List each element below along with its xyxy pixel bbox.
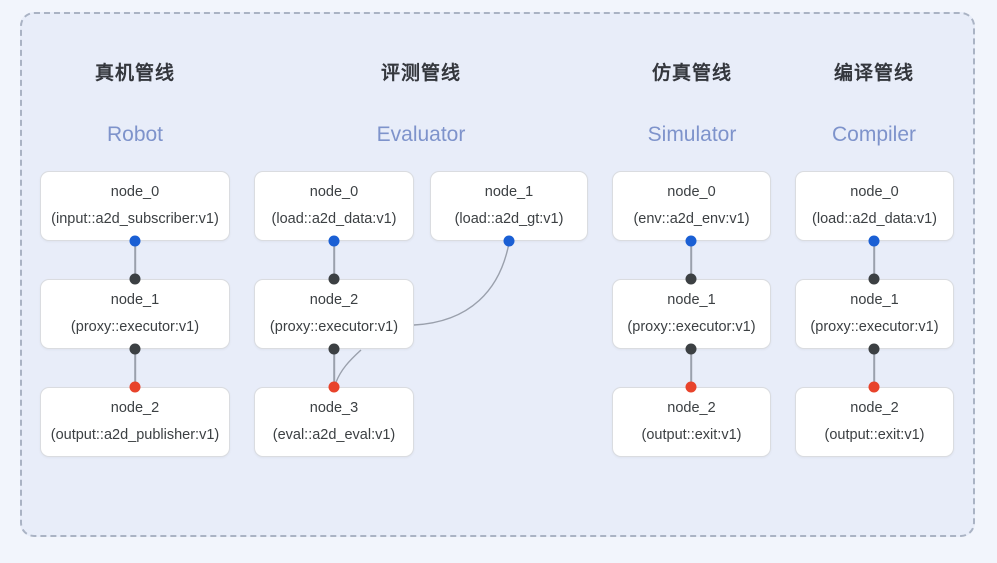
port-evaluator-0-output[interactable]: [328, 235, 340, 247]
node-robot-0[interactable]: node_0 (input::a2d_subscriber:v1): [40, 171, 230, 241]
node-name: node_0: [850, 184, 899, 201]
port-evaluator-1-output[interactable]: [503, 235, 515, 247]
node-type: (input::a2d_subscriber:v1): [51, 210, 219, 227]
port-robot-0-output[interactable]: [129, 235, 141, 247]
edge-comp-0-1: [873, 241, 875, 278]
edge-robot-0-1: [134, 241, 136, 278]
port-compiler-1-input[interactable]: [868, 273, 880, 285]
node-simulator-2[interactable]: node_2 (output::exit:v1): [612, 387, 771, 457]
port-robot-2-input[interactable]: [129, 381, 141, 393]
port-simulator-1-input[interactable]: [685, 273, 697, 285]
node-type: (proxy::executor:v1): [70, 318, 200, 335]
pipeline-panel: [20, 12, 975, 537]
port-robot-1-input[interactable]: [129, 273, 141, 285]
node-name: node_1: [850, 292, 899, 309]
port-evaluator-2-output[interactable]: [328, 343, 340, 355]
node-type: (env::a2d_env:v1): [633, 210, 750, 227]
node-compiler-0[interactable]: node_0 (load::a2d_data:v1): [795, 171, 954, 241]
port-evaluator-3-input[interactable]: [328, 381, 340, 393]
node-name: node_3: [309, 400, 359, 417]
node-name: node_0: [110, 184, 160, 201]
edge-comp-1-2: [873, 349, 875, 386]
port-compiler-0-output[interactable]: [868, 235, 880, 247]
port-simulator-1-output[interactable]: [685, 343, 697, 355]
port-evaluator-2-input[interactable]: [328, 273, 340, 285]
node-name: node_2: [309, 292, 359, 309]
node-type: (output::a2d_publisher:v1): [50, 426, 220, 443]
node-evaluator-3[interactable]: node_3 (eval::a2d_eval:v1): [254, 387, 414, 457]
node-type: (eval::a2d_eval:v1): [272, 426, 396, 443]
node-type: (load::a2d_data:v1): [271, 210, 397, 227]
node-type: (load::a2d_data:v1): [812, 210, 937, 227]
node-robot-2[interactable]: node_2 (output::a2d_publisher:v1): [40, 387, 230, 457]
node-name: node_1: [667, 292, 716, 309]
edge-sim-1-2: [690, 349, 692, 386]
node-name: node_1: [110, 292, 160, 309]
port-simulator-2-input[interactable]: [685, 381, 697, 393]
edge-robot-1-2: [134, 349, 136, 386]
port-compiler-1-output[interactable]: [868, 343, 880, 355]
edge-sim-0-1: [690, 241, 692, 278]
edge-eval-0-2: [333, 241, 335, 278]
node-evaluator-2[interactable]: node_2 (proxy::executor:v1): [254, 279, 414, 349]
node-name: node_0: [667, 184, 716, 201]
port-compiler-2-input[interactable]: [868, 381, 880, 393]
node-name: node_2: [850, 400, 899, 417]
node-type: (proxy::executor:v1): [269, 318, 399, 335]
edge-eval-2-3: [333, 349, 335, 386]
node-name: node_0: [309, 184, 359, 201]
node-name: node_1: [484, 184, 534, 201]
node-type: (output::exit:v1): [824, 426, 925, 443]
node-simulator-0[interactable]: node_0 (env::a2d_env:v1): [612, 171, 771, 241]
port-robot-1-output[interactable]: [129, 343, 141, 355]
node-type: (output::exit:v1): [641, 426, 742, 443]
node-name: node_2: [667, 400, 716, 417]
node-compiler-1[interactable]: node_1 (proxy::executor:v1): [795, 279, 954, 349]
node-name: node_2: [110, 400, 160, 417]
node-evaluator-1[interactable]: node_1 (load::a2d_gt:v1): [430, 171, 588, 241]
node-compiler-2[interactable]: node_2 (output::exit:v1): [795, 387, 954, 457]
node-type: (proxy::executor:v1): [810, 318, 939, 335]
node-type: (proxy::executor:v1): [627, 318, 756, 335]
node-evaluator-0[interactable]: node_0 (load::a2d_data:v1): [254, 171, 414, 241]
port-simulator-0-output[interactable]: [685, 235, 697, 247]
node-simulator-1[interactable]: node_1 (proxy::executor:v1): [612, 279, 771, 349]
node-type: (load::a2d_gt:v1): [454, 210, 564, 227]
node-robot-1[interactable]: node_1 (proxy::executor:v1): [40, 279, 230, 349]
